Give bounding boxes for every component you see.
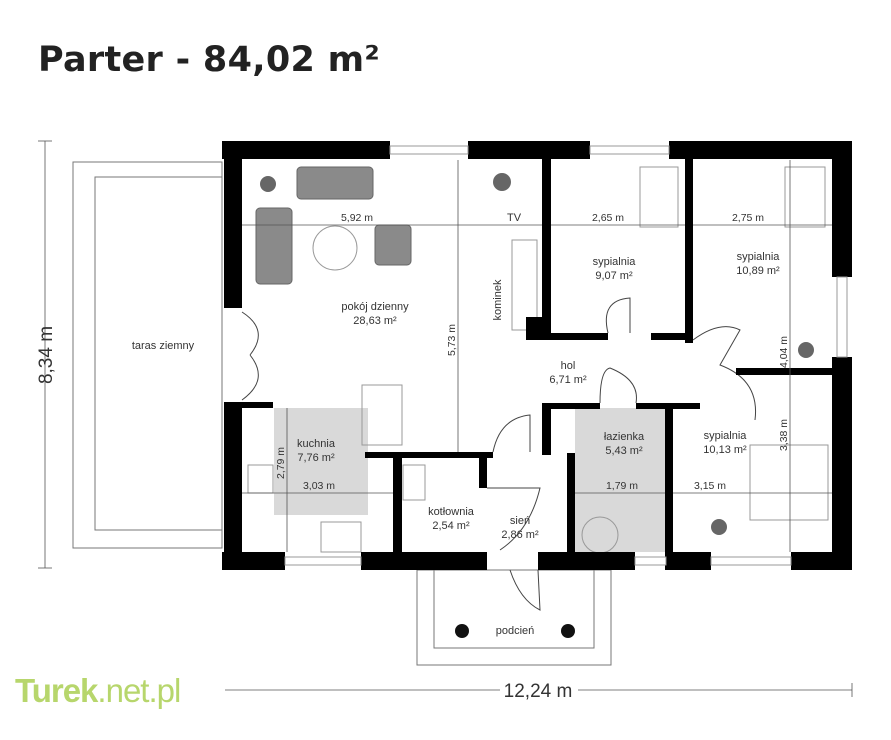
- room-name-terrace: taras ziemny: [132, 340, 195, 352]
- room-area-bathroom: 5,43 m²: [605, 445, 643, 457]
- dim-bed2-width: 2,75 m: [732, 212, 764, 224]
- door-arcs: [241, 297, 757, 611]
- dim-kitchen-width: 3,03 m: [303, 480, 335, 492]
- walls: [222, 141, 852, 570]
- terrace: [72, 161, 223, 549]
- room-area-bedroom3: 10,13 m²: [703, 444, 747, 456]
- fireplace-label: kominek: [492, 279, 504, 320]
- room-name-bedroom1: sypialnia: [593, 256, 637, 268]
- furniture: [255, 166, 412, 285]
- room-name-living: pokój dzienny: [341, 301, 409, 313]
- dim-living-width: 5,92 m: [341, 212, 373, 224]
- column: [561, 624, 575, 638]
- kitchen-floor: [274, 408, 368, 515]
- dim-bed2-height: 4,04 m: [778, 336, 790, 368]
- porch: [416, 569, 612, 666]
- page-title: Parter - 84,02 m²: [38, 40, 381, 80]
- dim-bed1-width: 2,65 m: [592, 212, 624, 224]
- tv-label: TV: [507, 212, 522, 224]
- room-area-hall: 6,71 m²: [549, 374, 587, 386]
- total-width-label: 12,24 m: [504, 681, 573, 702]
- room-name-bedroom3: sypialnia: [704, 430, 748, 442]
- room-name-bedroom2: sypialnia: [737, 251, 781, 263]
- room-area-bedroom1: 9,07 m²: [595, 270, 633, 282]
- logo: Turek.net.pl: [15, 672, 181, 710]
- room-name-kitchen: kuchnia: [297, 438, 336, 450]
- room-name-boiler: kotłownia: [428, 506, 475, 518]
- plant-icon: [260, 173, 814, 535]
- room-area-kitchen: 7,76 m²: [297, 452, 335, 464]
- logo-brand: Turek: [15, 672, 98, 709]
- room-area-boiler: 2,54 m²: [432, 520, 470, 532]
- bathroom-floor: [575, 408, 665, 552]
- windows: [284, 145, 848, 566]
- dimension-lines: [38, 140, 853, 697]
- dim-bath-width: 1,79 m: [606, 480, 638, 492]
- room-name-vestibule: sień: [510, 515, 530, 527]
- dim-living-height: 5,73 m: [446, 324, 458, 356]
- dim-bed3-height: 3,38 m: [778, 419, 790, 451]
- room-area-living: 28,63 m²: [353, 315, 397, 327]
- outline-furniture: [247, 166, 829, 554]
- logo-suffix: .net.pl: [97, 672, 181, 709]
- room-name-hall: hol: [561, 360, 576, 372]
- dim-bed3-width: 3,15 m: [694, 480, 726, 492]
- room-name-bathroom: łazienka: [604, 431, 645, 443]
- room-name-porch: podcień: [496, 625, 535, 637]
- total-height-label: 8,34 m: [36, 326, 57, 384]
- dim-kitchen-height: 2,79 m: [275, 447, 287, 479]
- room-area-vestibule: 2,86 m²: [501, 529, 539, 541]
- room-area-bedroom2: 10,89 m²: [736, 265, 780, 277]
- column: [455, 624, 469, 638]
